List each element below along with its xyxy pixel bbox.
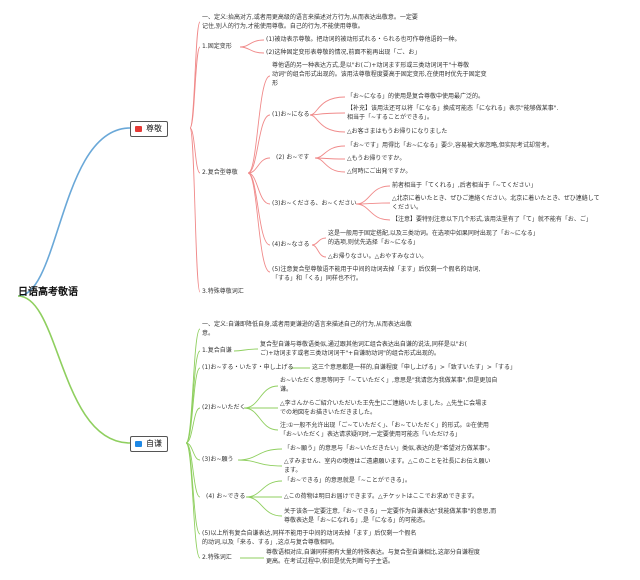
root-connectors — [17, 127, 131, 444]
fixed-form-passive: (1)被动表示尊敬。把动词的被动形式れる・られる也可作尊他语的一种。 — [266, 36, 461, 43]
o-nasaru-note: 这是一般用于固定搭配,以及三类动词。在选项中如果同时出现了「お~になる」 — [328, 230, 539, 237]
compound-intro-1: 尊他语的另一种表达方式,是以"お(ご)+动词ます形或三类动词词干"十尊敬 — [272, 62, 470, 69]
humble-restriction-cont: 的动词,以及「来る、する」,这点与复合尊敬相同。 — [202, 539, 338, 546]
humble-connectors — [185, 328, 310, 559]
humble-compound-note: 复合型自谦与尊敬语类似,通过跟其他词汇组合表达出自谦的说法,同样是以"お( — [260, 341, 467, 348]
o-itadaku-example-cont: での地図をお描きいただきました。 — [280, 409, 377, 416]
o-itadaku-caution-cont: 「お~いただく」表达请求疑问时,一定要使用可能态「いただける」 — [280, 431, 461, 438]
o-dekiru-example: △この荷物は明日お届けできます。△チケットはここでお求めできます。 — [284, 493, 479, 500]
o-ni-naru-example: △お客さまはもうお帰りになりました — [347, 128, 448, 135]
o-kudasaru-caution: 【注意】要特别注意以下几个形式,该用法里有了「て」就不能有「お、ご」 — [392, 216, 592, 223]
honorific-connectors — [189, 21, 391, 293]
honorific-definition-cont: 记住,别人的行为,才能使用尊敬。自己的行为,不能使用尊敬。 — [202, 23, 364, 30]
o-dekiru-caution: 关于该条一定要注意,「お~できる」一定要作为自谦表达"我能做某事"的意思,而 — [284, 508, 497, 515]
compound-intro-2: 动词"的组合形式出现的。该用法尊敬程度要高于固定变形,在使用时优先于固定变 — [272, 71, 487, 78]
honorific-o-nasaru[interactable]: (4)お~なさる — [272, 241, 310, 248]
humble-o-itadaku[interactable]: (2)お~いただく — [202, 404, 246, 411]
o-dekiru-caution-cont: 尊敬表达是「お~になれる」,是「になる」的可能态。 — [284, 517, 429, 524]
o-itadaku-caution: 注:①一般不允许出现「ご~ていただく」、「お~ていただく」的形式。②在使用 — [280, 422, 489, 429]
topic-honorific[interactable]: 尊敬 — [130, 121, 168, 137]
o-itadaku-note: お~いただく意思等同于「~ていただく」,意思是"我请您为我做某事",但是更加自 — [280, 377, 498, 384]
honorific-o-ni-naru[interactable]: (1)お~になる — [272, 111, 310, 118]
o-nasaru-note-cont: 的选项,则优先选择「お~になる」 — [328, 239, 419, 246]
humble-special-vocab-note-cont: 更高。在考试过程中,依旧是优先判断句子主语。 — [266, 558, 394, 565]
root-topic[interactable]: 日语高考敬语 — [18, 287, 78, 298]
fixed-form-no-prefix: (2)这种固定变形表尊敬的情况,前面不能再出现「ご、お」 — [266, 49, 421, 56]
o-suru-note: 这三个意思都是一样的,自谦程度「申し上げる」>「致すいたす」>「する」 — [312, 364, 516, 371]
o-desu-example-1: △もうお帰りですか。 — [347, 155, 406, 162]
o-ni-naru-supplement-cont: 相当于「~することができる」。 — [347, 114, 433, 121]
o-kudasaru-note: 前者相当于「てくれる」,后者相当于「~てください」 — [392, 182, 537, 189]
compound-intro-3: 形 — [272, 80, 279, 87]
o-kudasaru-example-cont: ください。 — [392, 204, 423, 211]
humble-compound-note-cont: ご)+动词ます或者三类动词词干"+自谦助动词"的组合形式出现的。 — [260, 350, 440, 357]
o-ni-naru-note: 「お~になる」的使用是复合尊敬中使用最广泛的。 — [347, 93, 485, 100]
o-ni-naru-supplement: 【补充】该用法还可以将「になる」换成可能态「になれる」表示"能够做某事". — [347, 105, 559, 112]
humble-compound[interactable]: 1.复合自谦 — [202, 347, 232, 354]
honorific-restriction: (5)注意复合型尊敬语不能用于中间的动词去掉「ます」后仅剩一个假名的动词, — [272, 266, 481, 273]
honorific-restriction-cont: 「する」和「くる」同样也不行。 — [272, 275, 362, 282]
o-negau-example: △すみません、室内の喫煙はご遠慮願います。△このことを社長にお伝え願い — [284, 458, 491, 465]
o-desu-note: 「お~です」用得比「お~になる」要少,容易被大家忽略,但实际考试却常考。 — [347, 142, 553, 149]
o-negau-note: 「お~願う」的意思与「お~いただきたい」类似,表达的是"希望对方做某事"。 — [284, 445, 494, 452]
honorific-special-vocab[interactable]: 3.特殊尊敬词汇 — [202, 288, 244, 295]
humble-special-vocab[interactable]: 2.特殊词汇 — [202, 554, 232, 561]
o-kudasaru-example: △北京に着いたとき、ぜひご連絡ください。北京に着いたとき、ぜひ連絡して — [392, 195, 600, 202]
humble-restriction: (5)以上所有复合自谦表达,同样不能用于中间的动词去掉「ます」后仅剩一个假名 — [202, 530, 417, 537]
o-nasaru-example: △お帰りなさい。△おやすみなさい。 — [328, 253, 428, 260]
honorific-o-kudasaru[interactable]: (3)お~くださる、お~ください — [272, 200, 357, 207]
o-negau-example-cont: ます。 — [284, 467, 302, 474]
humble-definition-cont: 意。 — [202, 330, 215, 337]
topic-humble[interactable]: 自谦 — [130, 436, 168, 452]
o-itadaku-note-cont: 谦。 — [280, 386, 293, 393]
humble-o-negau[interactable]: (3)お~願う — [202, 456, 234, 463]
honorific-o-desu[interactable]: (2) お~です — [276, 154, 310, 161]
humble-o-dekiru[interactable]: (4) お~できる — [206, 493, 246, 500]
o-itadaku-example: △李さんからご紹介いただいた王先生にご連絡いたしました。△先生に会場ま — [280, 400, 488, 407]
humble-special-vocab-note: 尊敬语相对应,自谦同样拥有大量的特殊表达。与复合型自谦相比,这部分自谦程度 — [266, 549, 480, 556]
topic-honorific-label: 尊敬 — [146, 124, 162, 133]
honorific-fixed-form[interactable]: 1.固定变形 — [202, 43, 232, 50]
humble-o-suru[interactable]: (1)お~する・いたす・申し上げる — [202, 364, 294, 371]
o-desu-example-2: △何時にご出発ですか。 — [347, 168, 412, 175]
humble-definition: 一、定义:自谦即降低自身,或者用更谦逊的语言来描述自己的行为,从而表达出敬 — [202, 321, 412, 328]
topic-humble-label: 自谦 — [146, 439, 162, 448]
blue-flag-icon — [135, 441, 142, 447]
o-dekiru-note: 「お~できる」的意思就是「~ことができる」。 — [284, 477, 411, 484]
honorific-definition: 一、定义:抬高对方,或者用更高级的语言来描述对方行为,从而表达出敬意。一定要 — [202, 14, 418, 21]
red-flag-icon — [135, 126, 142, 132]
honorific-compound[interactable]: 2.复合型尊敬 — [202, 169, 238, 176]
